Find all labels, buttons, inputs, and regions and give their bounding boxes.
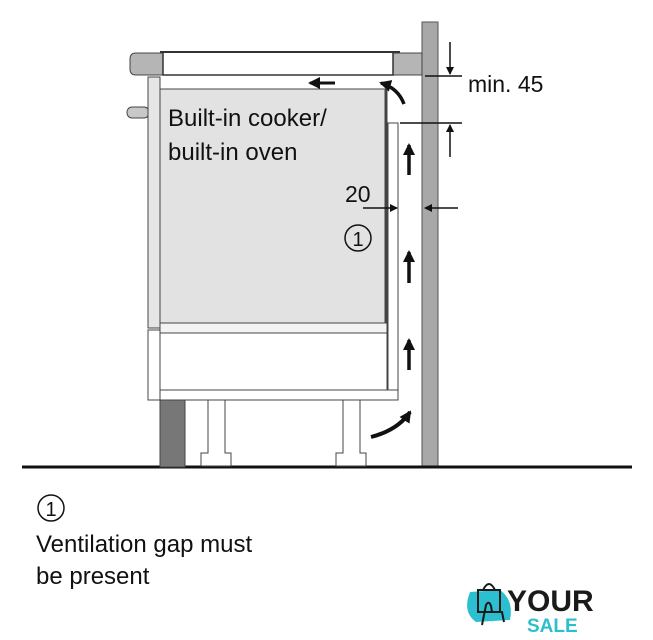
- appliance-label-line2: built-in oven: [168, 139, 297, 166]
- shopping-bag-hand-icon: [477, 583, 505, 626]
- svg-text:YOUR: YOUR: [507, 585, 594, 618]
- svg-text:1: 1: [352, 229, 363, 251]
- circled-marker-1: 1: [344, 224, 372, 252]
- airflow-arrows: [308, 77, 415, 439]
- cooker-knob: [126, 106, 150, 119]
- leg-right: [335, 399, 367, 467]
- legend-line1: Ventilation gap must: [36, 531, 252, 558]
- leg-left: [200, 399, 232, 467]
- hob: [162, 51, 394, 76]
- plinth: [159, 399, 186, 468]
- svg-text:1: 1: [45, 499, 56, 521]
- worktop: [129, 51, 423, 76]
- cooker: [126, 76, 399, 401]
- drawer: [159, 332, 388, 391]
- appliance-label-line1: Built-in cooker/: [168, 105, 327, 132]
- side-panel: [387, 122, 399, 391]
- dimension-min-45: min. 45: [468, 71, 543, 97]
- legend-marker-1: 1: [37, 494, 65, 522]
- dimension-20: 20: [345, 181, 371, 207]
- wall: [421, 21, 439, 468]
- dimension-lines: [363, 42, 462, 212]
- yoursale-logo: YOUR SALE: [467, 583, 594, 637]
- svg-text:SALE: SALE: [527, 616, 578, 637]
- legend-line2: be present: [36, 563, 150, 590]
